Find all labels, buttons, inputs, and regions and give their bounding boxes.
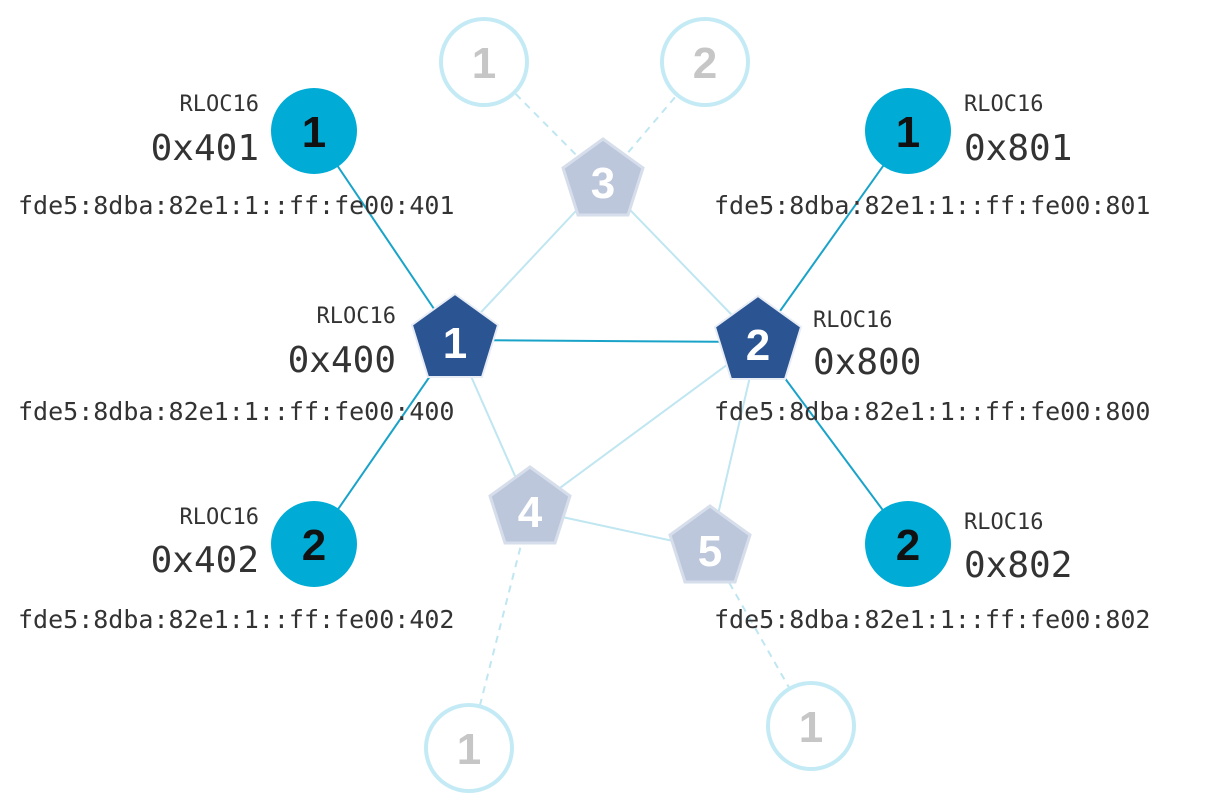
rloc16-label-0x800: RLOC16	[813, 308, 892, 333]
inactive-children: 1 2 1 1	[424, 17, 856, 793]
child-node-0x802: 2	[865, 501, 951, 587]
rloc16-label-0x402: RLOC16	[180, 505, 259, 530]
router-node-2: 2	[713, 294, 803, 380]
router-label: 2	[746, 321, 770, 370]
router-label: 3	[591, 159, 615, 208]
annotations: RLOC16 0x400 fde5:8dba:82e1:1::ff:fe00:4…	[18, 92, 1151, 634]
rloc16-value-0x400: 0x400	[288, 340, 396, 381]
child-node-r4-1: 1	[424, 703, 514, 793]
child-label: 1	[799, 703, 823, 752]
link-r1-r2	[454, 339, 759, 343]
rloc16-label-0x802: RLOC16	[964, 510, 1043, 535]
active-children: 1 2 1 2	[271, 88, 951, 587]
router-node-4: 4	[488, 465, 572, 545]
child-node-r3-2: 2	[660, 17, 750, 107]
rloc16-value-0x801: 0x801	[964, 128, 1072, 169]
child-node-r3-1: 1	[439, 17, 529, 107]
rloc16-value-0x402: 0x402	[151, 540, 259, 581]
router-label: 4	[518, 488, 543, 537]
child-label: 1	[457, 725, 481, 774]
active-routers: 1 2	[410, 292, 803, 380]
ipv6-address-0x802: fde5:8dba:82e1:1::ff:fe00:802	[714, 605, 1151, 634]
child-node-0x402: 2	[271, 501, 357, 587]
rloc16-label-0x801: RLOC16	[964, 92, 1043, 117]
rloc16-label-0x401: RLOC16	[180, 92, 259, 117]
link-r2-c801	[757, 130, 909, 343]
router-node-5: 5	[668, 504, 752, 584]
ipv6-address-0x800: fde5:8dba:82e1:1::ff:fe00:800	[714, 397, 1151, 426]
rloc16-value-0x802: 0x802	[964, 545, 1072, 586]
child-label: 1	[896, 108, 920, 157]
link-r4-c4a	[468, 509, 531, 749]
child-label: 1	[472, 39, 496, 88]
rloc16-value-0x401: 0x401	[151, 128, 259, 169]
inactive-routers: 3 4 5	[488, 137, 752, 584]
child-node-0x401: 1	[271, 88, 357, 174]
link-r4-r2	[529, 341, 759, 511]
ipv6-address-0x402: fde5:8dba:82e1:1::ff:fe00:402	[18, 605, 455, 634]
child-label: 2	[693, 39, 717, 88]
router-node-1: 1	[410, 292, 500, 378]
ipv6-address-0x801: fde5:8dba:82e1:1::ff:fe00:801	[714, 191, 1151, 220]
child-label: 2	[302, 521, 326, 570]
ipv6-address-0x400: fde5:8dba:82e1:1::ff:fe00:400	[18, 397, 455, 426]
child-node-0x801: 1	[865, 88, 951, 174]
rloc16-value-0x800: 0x800	[813, 342, 921, 383]
child-label: 1	[302, 108, 326, 157]
router-label: 1	[443, 319, 467, 368]
child-node-r5-1: 1	[766, 681, 856, 771]
router-node-3: 3	[561, 137, 645, 217]
ipv6-address-0x401: fde5:8dba:82e1:1::ff:fe00:401	[18, 191, 455, 220]
router-label: 5	[698, 527, 722, 576]
rloc16-label-0x400: RLOC16	[317, 304, 396, 329]
child-label: 2	[896, 521, 920, 570]
